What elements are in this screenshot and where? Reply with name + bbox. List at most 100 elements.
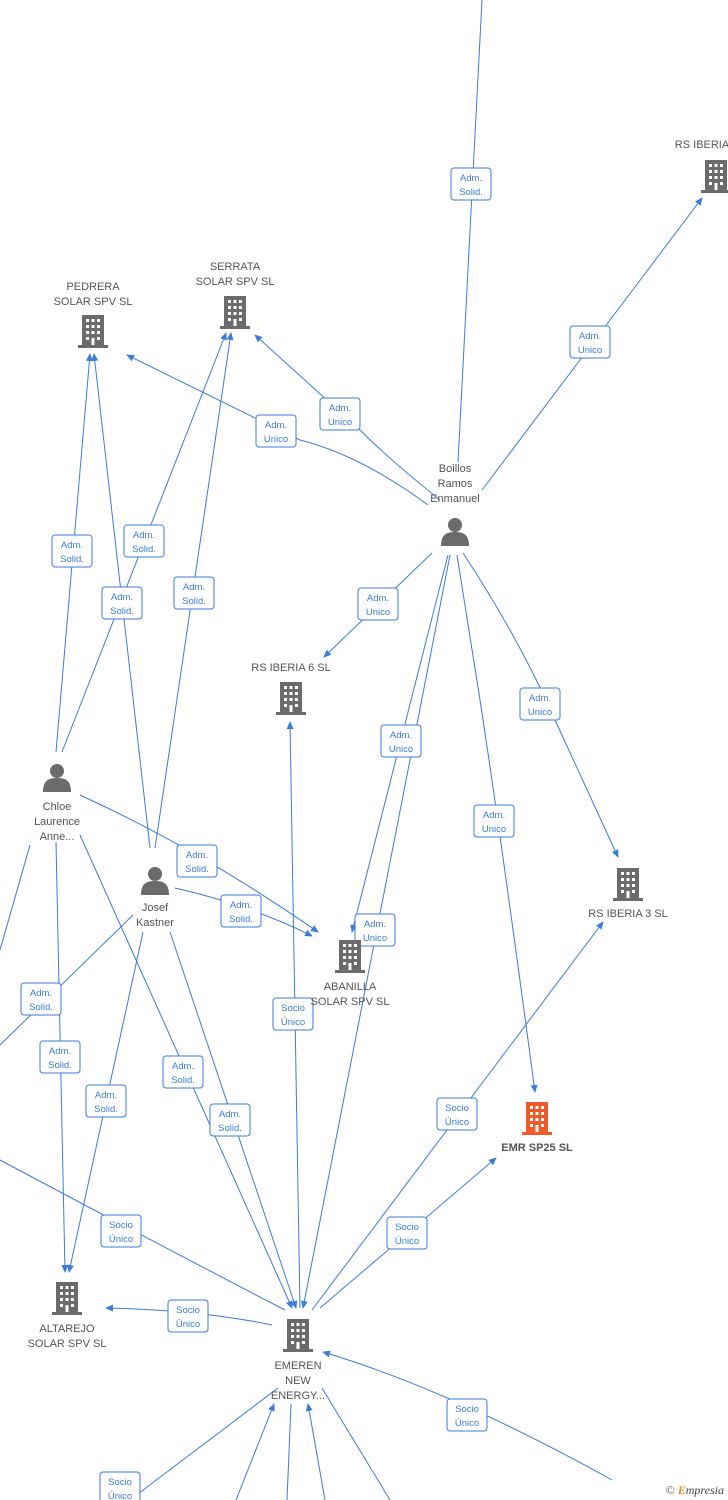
node-label: EMEREN	[274, 1360, 321, 1372]
edge-label-box	[255, 414, 297, 448]
edge-label-text: Solid.	[459, 187, 483, 198]
edge-label[interactable]: Adm.Unico	[319, 397, 361, 431]
edge-label[interactable]: Adm.Solid.	[101, 586, 143, 620]
edge-label[interactable]: Adm.Unico	[255, 414, 297, 448]
edge-label[interactable]: Adm. Solid.	[162, 1055, 204, 1089]
edge-label-text: Solid.	[60, 554, 84, 565]
node-label: SERRATA	[210, 261, 261, 273]
node-label: NEW	[285, 1375, 311, 1387]
edge-left-emeren	[0, 1159, 286, 1311]
node-rsiberia-top[interactable]: RS IBERIA	[675, 139, 728, 193]
node-chloe[interactable]: ChloeLaurenceAnne...	[34, 764, 80, 843]
edge-label[interactable]: Adm.Unico	[569, 325, 611, 359]
edge-bottom-emeren-1	[235, 1403, 275, 1500]
edge-label-text: Adm.	[172, 1061, 194, 1072]
node-rsiberia6[interactable]: RS IBERIA 6 SL	[251, 662, 331, 715]
edge-labels: Adm.Solid.Adm.UnicoAdm.UnicoAdm.UnicoAdm…	[20, 167, 611, 1500]
edge-label[interactable]: Adm.Unico	[354, 913, 396, 947]
edge-label[interactable]: Adm. Solid.	[51, 534, 93, 568]
node-emeren[interactable]: EMEREN NEW ENERGY...	[271, 1319, 325, 1402]
edge-label-box	[99, 1471, 141, 1500]
edge-label-text: Solid.	[218, 1123, 242, 1134]
edge-label-text: Solid.	[229, 914, 253, 925]
edge-label-text: Unico	[264, 434, 288, 445]
edge-label-text: Socio	[445, 1103, 469, 1114]
building-icon	[522, 1102, 552, 1135]
edge-label-box	[380, 724, 422, 758]
edge-label[interactable]: Adm.Solid.	[39, 1040, 81, 1074]
edge-chloe-left	[0, 844, 31, 951]
edge-label-box	[209, 1103, 251, 1137]
node-label: Chloe	[43, 801, 72, 813]
edge-label[interactable]: Adm. Solid.	[20, 982, 62, 1016]
edge-label-text: Único	[176, 1319, 200, 1330]
edge-label-text: Solid.	[185, 864, 209, 875]
edge-label[interactable]: Adm.Unico	[357, 587, 399, 621]
edge-label[interactable]: Adm. Unico	[380, 724, 422, 758]
edge-label-text: Socio	[395, 1222, 419, 1233]
edge-label-box	[100, 1214, 142, 1248]
node-label: PEDRERA	[66, 281, 120, 293]
edge-label[interactable]: Adm. Solid.	[176, 844, 218, 878]
building-icon	[283, 1319, 313, 1352]
edge-boillos-pedrera	[126, 354, 429, 506]
edge-label-text: Adm.	[186, 850, 208, 861]
person-icon	[43, 764, 71, 792]
edge-bottom-emeren-2	[286, 1403, 292, 1500]
node-label: Boillos	[439, 463, 472, 475]
edge-label[interactable]: Adm.Unico	[473, 804, 515, 838]
edge-bottom-emeren-4	[321, 1387, 391, 1500]
copyright-symbol: ©	[665, 1483, 675, 1497]
edge-label-text: Adm.	[230, 900, 252, 911]
edge-label-box	[39, 1040, 81, 1074]
edge-label[interactable]: Adm.Solid.	[123, 524, 165, 558]
node-label: ENERGY...	[271, 1390, 325, 1402]
edge-label-text: Único	[395, 1236, 419, 1247]
edge-label-box	[85, 1084, 127, 1118]
node-label: RS IBERIA 3 SL	[588, 908, 667, 920]
person-icon	[441, 518, 469, 546]
node-serrata[interactable]: SERRATA SOLAR SPV SL	[196, 261, 275, 329]
edge-label-text: Unico	[389, 744, 413, 755]
edge-label[interactable]: Adm. Solid.	[220, 894, 262, 928]
edge-label-text: Solid.	[171, 1075, 195, 1086]
edge-label-text: Socio	[281, 1003, 305, 1014]
edge-label[interactable]: Adm.Solid.	[209, 1103, 251, 1137]
node-label: SOLAR SPV SL	[196, 276, 275, 288]
edge-label[interactable]: Adm.Solid.	[85, 1084, 127, 1118]
edge-label-text: Solid.	[29, 1002, 53, 1013]
edge-label-text: Adm.	[329, 403, 351, 414]
edge-label-text: Adm.	[390, 730, 412, 741]
edge-label-text: Adm.	[183, 582, 205, 593]
edge-label-box	[436, 1097, 478, 1131]
edge-label[interactable]: Adm.Solid.	[173, 576, 215, 610]
node-label: ALTAREJO	[39, 1323, 95, 1335]
brand-initial: E	[677, 1483, 686, 1497]
edge-emeren-bottom	[129, 1387, 279, 1500]
edge-label-box	[51, 534, 93, 568]
edge-label-text: Único	[445, 1117, 469, 1128]
edge-label-text: Unico	[578, 345, 602, 356]
edge-label[interactable]: Adm.Unico	[519, 687, 561, 721]
node-emr[interactable]: EMR SP25 SL	[501, 1102, 573, 1154]
edge-label[interactable]: Adm.Solid.	[450, 167, 492, 201]
building-icon	[335, 940, 365, 973]
node-rsiberia3[interactable]: RS IBERIA 3 SL	[588, 868, 668, 920]
building-icon	[276, 682, 306, 715]
edge-label-text: Adm.	[30, 988, 52, 999]
edge-label-text: Adm.	[61, 540, 83, 551]
edge-label-text: Solid.	[48, 1060, 72, 1071]
